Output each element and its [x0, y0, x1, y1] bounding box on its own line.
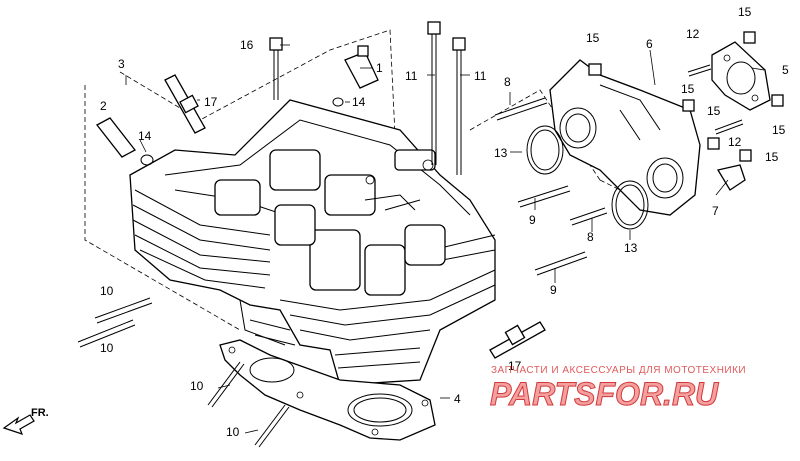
callout-labels: 1 2 3 4 5 6 7 8 8 9 9 10 10 10 10 11 11 … — [100, 5, 789, 439]
leader-lines — [125, 44, 765, 434]
callout-15a: 15 — [586, 31, 600, 45]
stud-12-upper — [687, 64, 712, 77]
o-ring-14-left — [140, 154, 154, 166]
callout-15d: 15 — [707, 104, 721, 118]
callout-16: 16 — [240, 38, 254, 52]
callout-15e: 15 — [772, 123, 786, 137]
callout-13a: 13 — [494, 146, 508, 160]
callout-5: 5 — [782, 63, 789, 77]
callout-10a: 10 — [100, 284, 114, 298]
fitting-2 — [96, 117, 136, 158]
callout-12b: 12 — [728, 135, 742, 149]
o-ring-13-left-inner — [530, 129, 560, 171]
fitting-1 — [344, 45, 379, 89]
callout-3: 3 — [118, 57, 125, 71]
spark-plug-upper — [164, 74, 206, 134]
callout-9b: 9 — [550, 283, 557, 297]
stud-12-lower — [714, 119, 744, 135]
callout-8b: 8 — [587, 230, 594, 244]
callout-10d: 10 — [226, 425, 240, 439]
o-ring-13-left — [526, 125, 564, 175]
direction-label: FR. — [31, 407, 49, 419]
callout-6: 6 — [646, 37, 653, 51]
o-ring-13-right-inner — [615, 184, 645, 226]
cylinder-head — [129, 99, 496, 386]
callout-9a: 9 — [529, 213, 536, 227]
arrow-icon — [2, 414, 35, 435]
callout-10b: 10 — [100, 341, 114, 355]
callout-15f: 15 — [765, 150, 779, 164]
callout-10c: 10 — [190, 379, 204, 393]
callout-15c: 15 — [681, 82, 695, 96]
head-gasket — [219, 339, 436, 441]
bolt-16 — [269, 37, 283, 100]
callout-11b: 11 — [474, 69, 487, 83]
callout-4: 4 — [454, 392, 461, 406]
watermark: ЗАПЧАСТИ И АКСЕССУАРЫ ДЛЯ МОТОТЕХНИКИ PA… — [490, 365, 746, 413]
o-ring-14-right — [332, 97, 344, 107]
watermark-subtitle: ЗАПЧАСТИ И АКСЕССУАРЫ ДЛЯ МОТОТЕХНИКИ — [491, 365, 746, 376]
callout-8a: 8 — [504, 75, 511, 89]
callout-11a: 11 — [405, 69, 418, 83]
callout-12a: 12 — [686, 27, 700, 41]
spark-plug-lower — [489, 321, 546, 359]
callout-14b: 14 — [352, 95, 366, 109]
callout-17a: 17 — [204, 95, 218, 109]
callout-17b: 17 — [508, 359, 522, 373]
studs-8-9 — [494, 97, 608, 276]
callout-13b: 13 — [624, 241, 638, 255]
watermark-brand: PARTSFOR.RU — [490, 376, 719, 412]
callout-2: 2 — [100, 99, 107, 113]
callout-1: 1 — [376, 61, 383, 75]
insulator-6 — [549, 59, 701, 216]
bracket-7 — [716, 164, 746, 191]
nuts-15 — [588, 31, 784, 162]
o-ring-13-right — [611, 180, 649, 230]
callout-7: 7 — [712, 204, 719, 218]
gasket-5 — [711, 41, 771, 111]
callout-14a: 14 — [138, 129, 152, 143]
front-direction-marker: FR. — [2, 407, 49, 435]
callout-15b: 15 — [738, 5, 752, 19]
bolts-11 — [427, 21, 466, 175]
